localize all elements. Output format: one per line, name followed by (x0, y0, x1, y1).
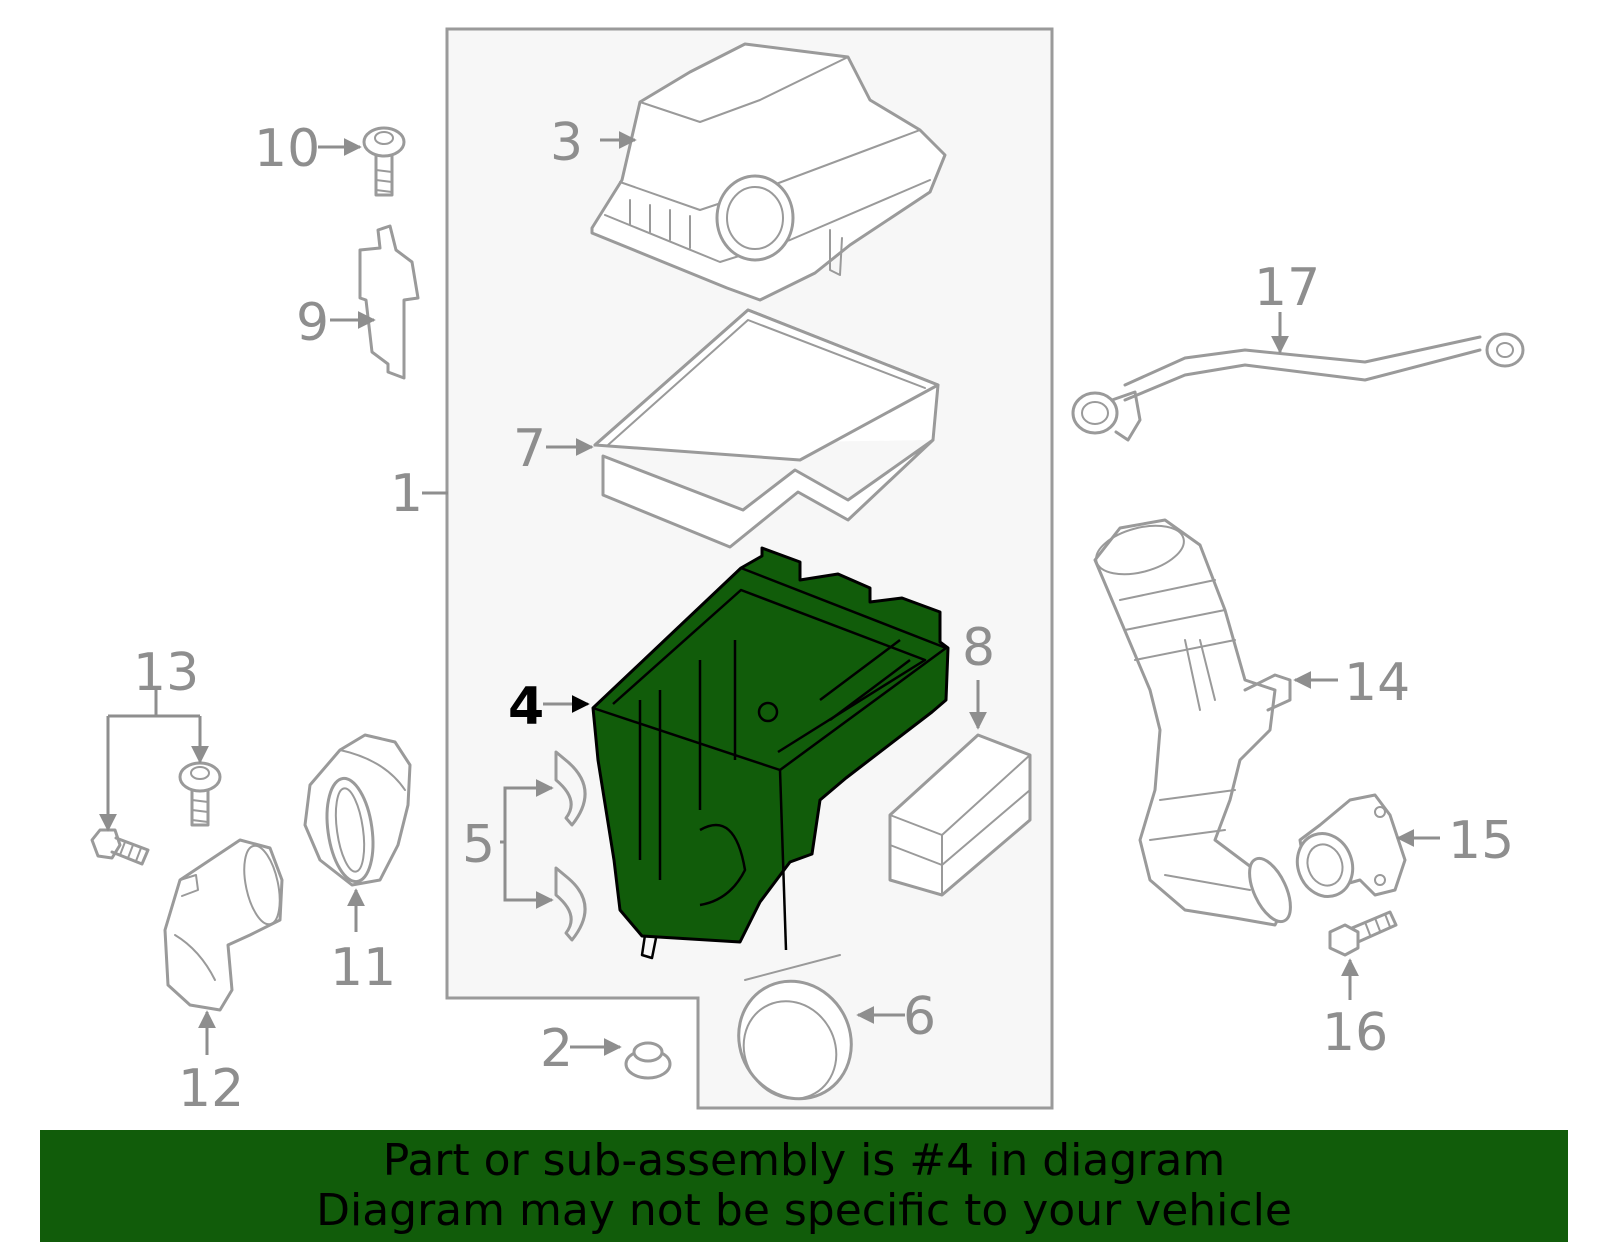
part-11-resonator[interactable] (303, 733, 412, 887)
part-9-bracket[interactable] (358, 224, 420, 380)
part-7-air-filter[interactable] (593, 308, 940, 549)
part-17-breather-tube[interactable] (1071, 332, 1525, 442)
part-3-air-cleaner-cover[interactable] (590, 42, 947, 302)
callout-2: 2 (540, 1019, 573, 1079)
callout-16: 16 (1322, 1003, 1388, 1063)
part-14-intake-duct[interactable] (1091, 517, 1299, 927)
part-13-screws[interactable] (90, 761, 222, 866)
callout-15: 15 (1448, 811, 1514, 871)
part-10-bolt[interactable] (362, 126, 406, 197)
callout-6: 6 (903, 987, 936, 1047)
callout-14: 14 (1344, 653, 1410, 713)
banner-line-disclaimer: Diagram may not be specific to your vehi… (316, 1185, 1292, 1236)
callout-3: 3 (550, 113, 583, 173)
callout-10: 10 (254, 119, 320, 179)
callout-7: 7 (513, 419, 546, 479)
callout-13: 13 (133, 643, 199, 703)
part-5-clips[interactable] (554, 750, 587, 942)
callout-labels: 1 2 3 4 5 6 7 8 9 10 11 12 13 14 15 16 1… (133, 113, 1514, 1119)
callout-17: 17 (1254, 258, 1320, 318)
callout-12: 12 (178, 1059, 244, 1119)
banner-line-part: Part or sub-assembly is #4 in diagram (382, 1135, 1226, 1186)
info-banner: Part or sub-assembly is #4 in diagram Di… (40, 1130, 1568, 1242)
part-15-flange-adapter[interactable] (1289, 793, 1407, 904)
part-2-grommet[interactable] (624, 1041, 672, 1080)
part-8-module[interactable] (888, 733, 1032, 897)
callout-9: 9 (296, 293, 329, 353)
leader-lines (99, 131, 1440, 1056)
part-12-duct[interactable] (163, 838, 286, 1012)
callout-8: 8 (962, 618, 995, 678)
callout-11: 11 (330, 938, 396, 998)
part-16-bolt[interactable] (1328, 910, 1398, 957)
part-4-air-cleaner-body[interactable] (591, 546, 950, 960)
callout-1: 1 (390, 464, 423, 524)
callout-4: 4 (508, 677, 544, 737)
callout-5: 5 (462, 815, 495, 875)
part-6-coupler[interactable] (717, 954, 872, 1119)
